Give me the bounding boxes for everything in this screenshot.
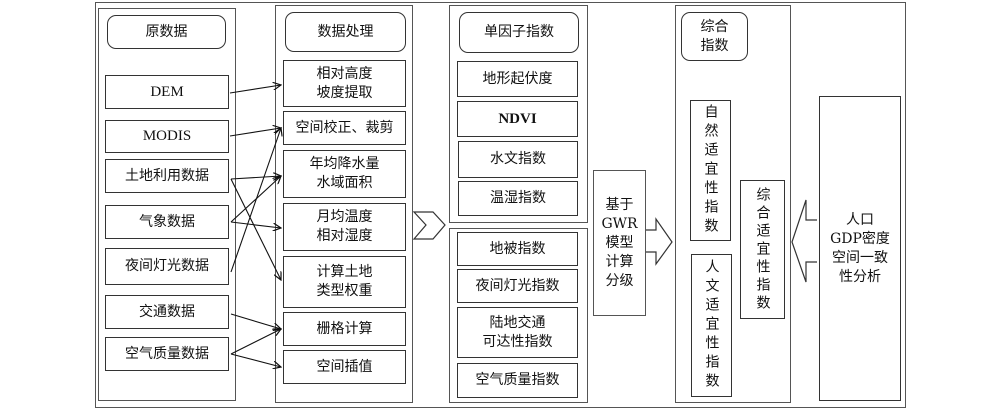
raw-item-meteorology: 气象数据 — [105, 205, 229, 239]
factor-terrain: 地形起伏度 — [457, 61, 578, 97]
factor-nightlight: 夜间灯光指数 — [457, 269, 578, 303]
raw-item-dem: DEM — [105, 75, 229, 109]
proc-item-precipitation: 年均降水量 水域面积 — [283, 150, 406, 198]
composite-suitability-index: 综合适宜性指数 — [740, 180, 785, 319]
human-suitability-label: 人文适宜性指数 — [703, 259, 720, 392]
raw-item-landuse: 土地利用数据 — [105, 159, 229, 193]
proc-item-interpolation: 空间插值 — [283, 350, 406, 384]
outer-frame — [95, 2, 906, 408]
proc-item-correction: 空间校正、裁剪 — [283, 111, 406, 145]
proc-item-temperature: 月均温度 相对湿度 — [283, 203, 406, 251]
processing-header: 数据处理 — [285, 12, 406, 52]
raw-item-traffic: 交通数据 — [105, 295, 229, 329]
natural-suitability-index: 自然适宜性指数 — [690, 100, 731, 241]
proc-item-relief: 相对高度 坡度提取 — [283, 60, 406, 107]
composite-header: 综合 指数 — [681, 12, 748, 61]
raw-item-airquality: 空气质量数据 — [105, 337, 229, 371]
factor-hydrology: 水文指数 — [458, 141, 578, 178]
spatial-consistency-analysis-box: 人口 GDP密度 空间一致 性分析 — [819, 96, 901, 401]
raw-item-nightlight: 夜间灯光数据 — [105, 248, 229, 285]
raw-data-panel — [98, 8, 236, 401]
proc-item-raster: 栅格计算 — [283, 312, 406, 346]
raw-item-modis: MODIS — [105, 120, 229, 153]
natural-suitability-label: 自然适宜性指数 — [702, 104, 719, 237]
human-suitability-index: 人文适宜性指数 — [691, 254, 732, 397]
factor-landcover: 地被指数 — [457, 232, 578, 266]
factor-traffic-access: 陆地交通 可达性指数 — [457, 307, 578, 358]
raw-data-header: 原数据 — [107, 15, 226, 49]
factor-temp-humidity: 温湿指数 — [458, 181, 578, 216]
factor-ndvi: NDVI — [457, 101, 578, 137]
proc-item-landweight: 计算土地 类型权重 — [283, 256, 406, 308]
gwr-model-box: 基于 GWR 模型 计算 分级 — [593, 170, 646, 316]
factor-airquality: 空气质量指数 — [457, 363, 578, 398]
single-factor-header: 单因子指数 — [459, 12, 579, 53]
composite-suitability-label: 综合适宜性指数 — [754, 186, 771, 313]
